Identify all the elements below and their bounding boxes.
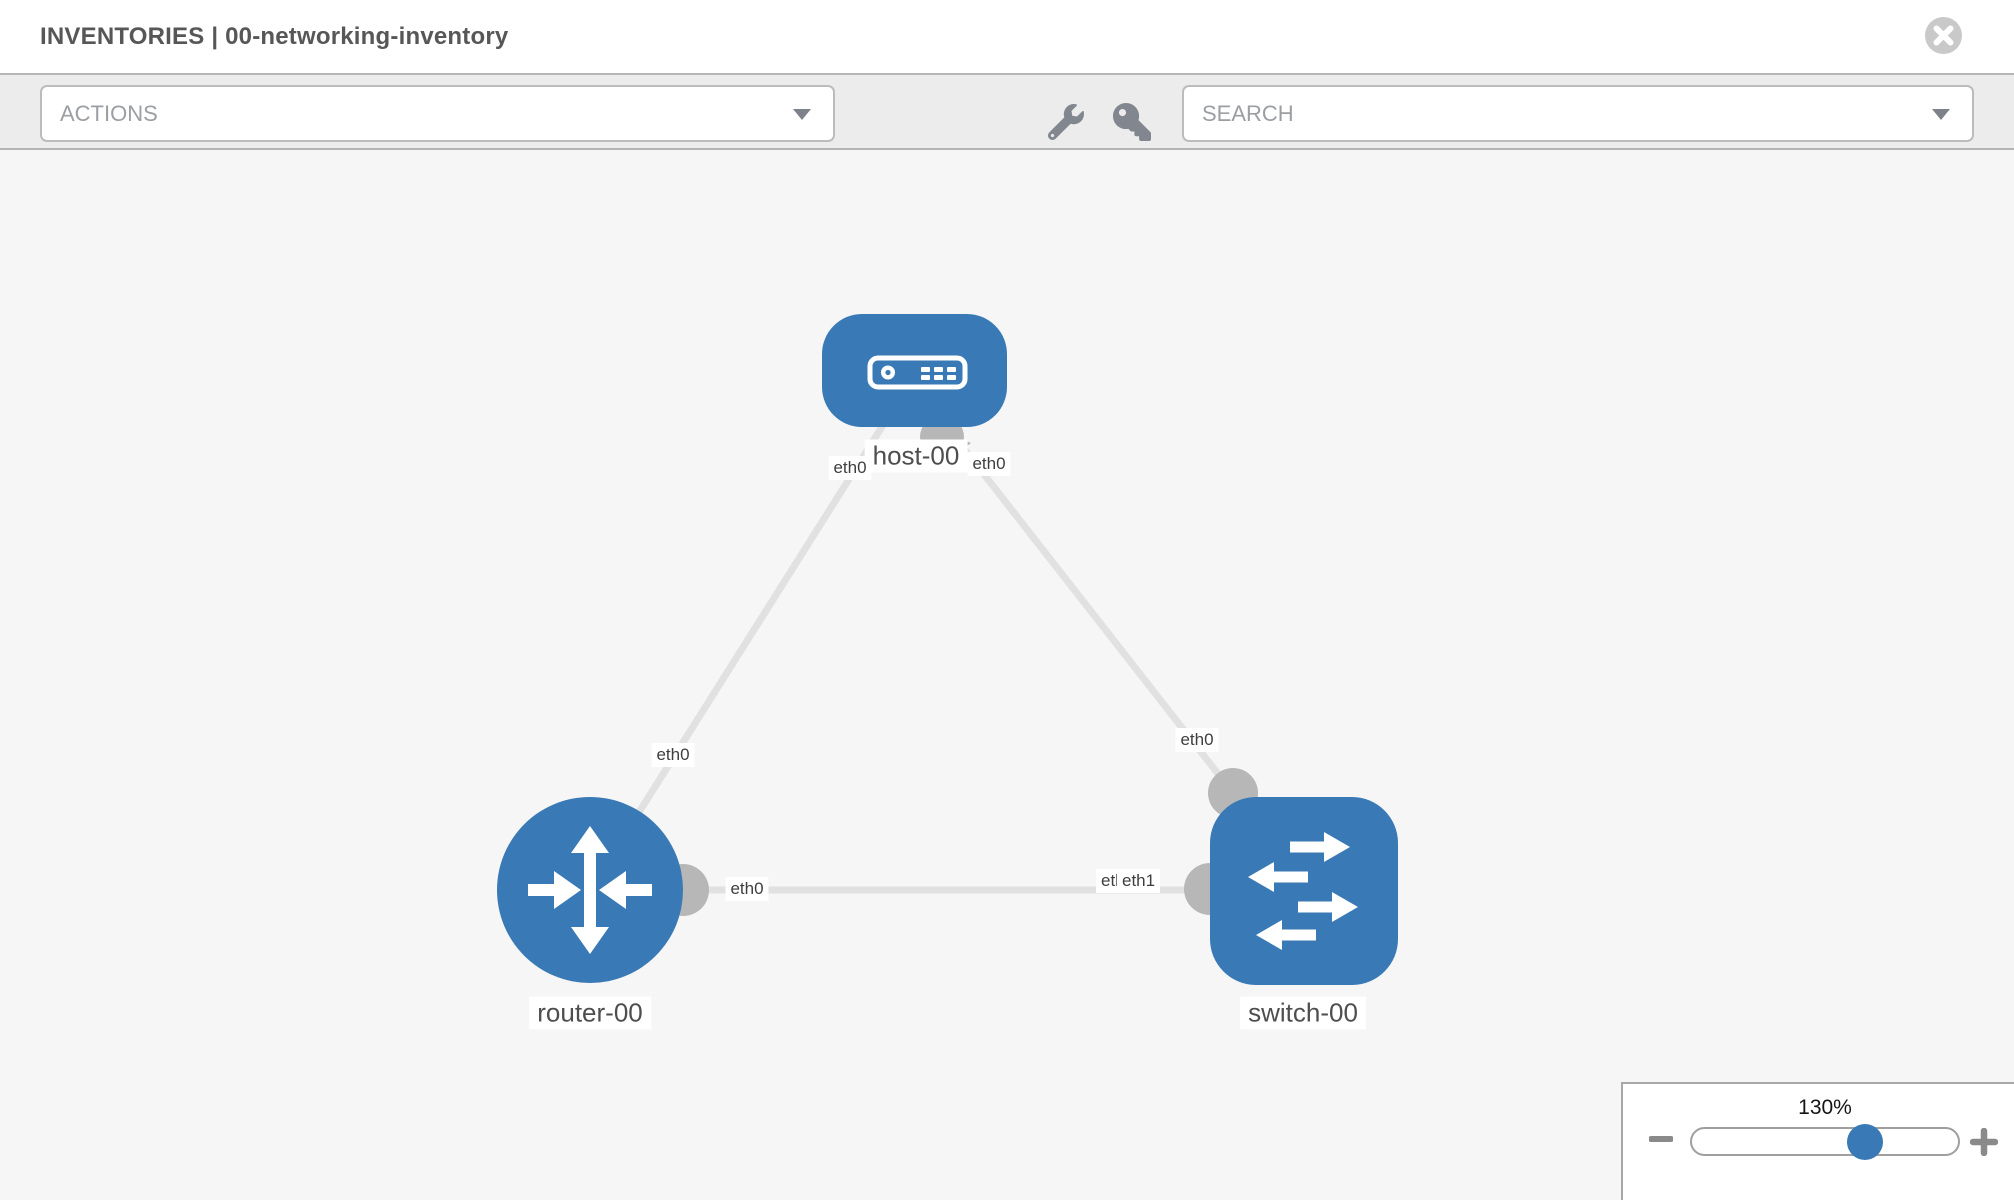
node-host[interactable] <box>822 314 1007 427</box>
search-dropdown[interactable]: SEARCH <box>1182 85 1974 142</box>
zoom-out-button[interactable] <box>1648 1132 1674 1149</box>
iface-label-switch-left-group: eth0 eth1 <box>1096 869 1186 897</box>
zoom-slider-handle[interactable] <box>1847 1124 1883 1160</box>
server-icon <box>867 355 968 390</box>
iface-label-switch-left: eth1 <box>1117 869 1161 893</box>
node-label-router: router-00 <box>529 996 651 1030</box>
zoom-level: 130% <box>1798 1096 1852 1119</box>
chevron-down-icon <box>793 109 811 120</box>
iface-label-host-left: eth0 <box>828 456 872 480</box>
wrench-icon <box>1048 103 1084 140</box>
key-icon <box>1113 102 1151 141</box>
actions-dropdown[interactable]: ACTIONS <box>40 85 835 142</box>
iface-label-router-top: eth0 <box>651 743 695 767</box>
node-switch[interactable] <box>1210 797 1398 985</box>
close-button[interactable] <box>1925 17 1962 54</box>
iface-label-router-right: eth0 <box>725 877 769 901</box>
switch-icon <box>1248 832 1358 950</box>
close-icon <box>1925 17 1962 54</box>
iface-label-host-right: eth0 <box>967 452 1011 476</box>
node-label-host: host-00 <box>864 439 968 473</box>
zoom-slider[interactable] <box>1690 1124 1960 1160</box>
node-label-switch: switch-00 <box>1240 996 1366 1030</box>
zoom-in-button[interactable] <box>1969 1127 1999 1159</box>
toolbar: ACTIONS SEARCH <box>0 73 2014 150</box>
iface-label-switch-top: eth0 <box>1175 728 1219 752</box>
header: INVENTORIES | 00-networking-inventory <box>0 0 2014 73</box>
minus-icon <box>1648 1136 1674 1142</box>
node-router[interactable] <box>497 797 683 983</box>
credentials-button[interactable] <box>1108 75 1156 148</box>
router-icon <box>528 826 652 954</box>
topology-canvas[interactable]: host-00 router-00 switch-00 eth0 eth0 et… <box>0 150 2014 1200</box>
tools-button[interactable] <box>1042 75 1090 148</box>
chevron-down-icon <box>1932 109 1950 120</box>
plus-icon <box>1969 1127 1999 1157</box>
search-placeholder: SEARCH <box>1202 101 1294 126</box>
zoom-panel: 130% <box>1621 1082 2014 1200</box>
page-title: INVENTORIES | 00-networking-inventory <box>40 23 509 50</box>
actions-dropdown-label: ACTIONS <box>60 101 158 126</box>
